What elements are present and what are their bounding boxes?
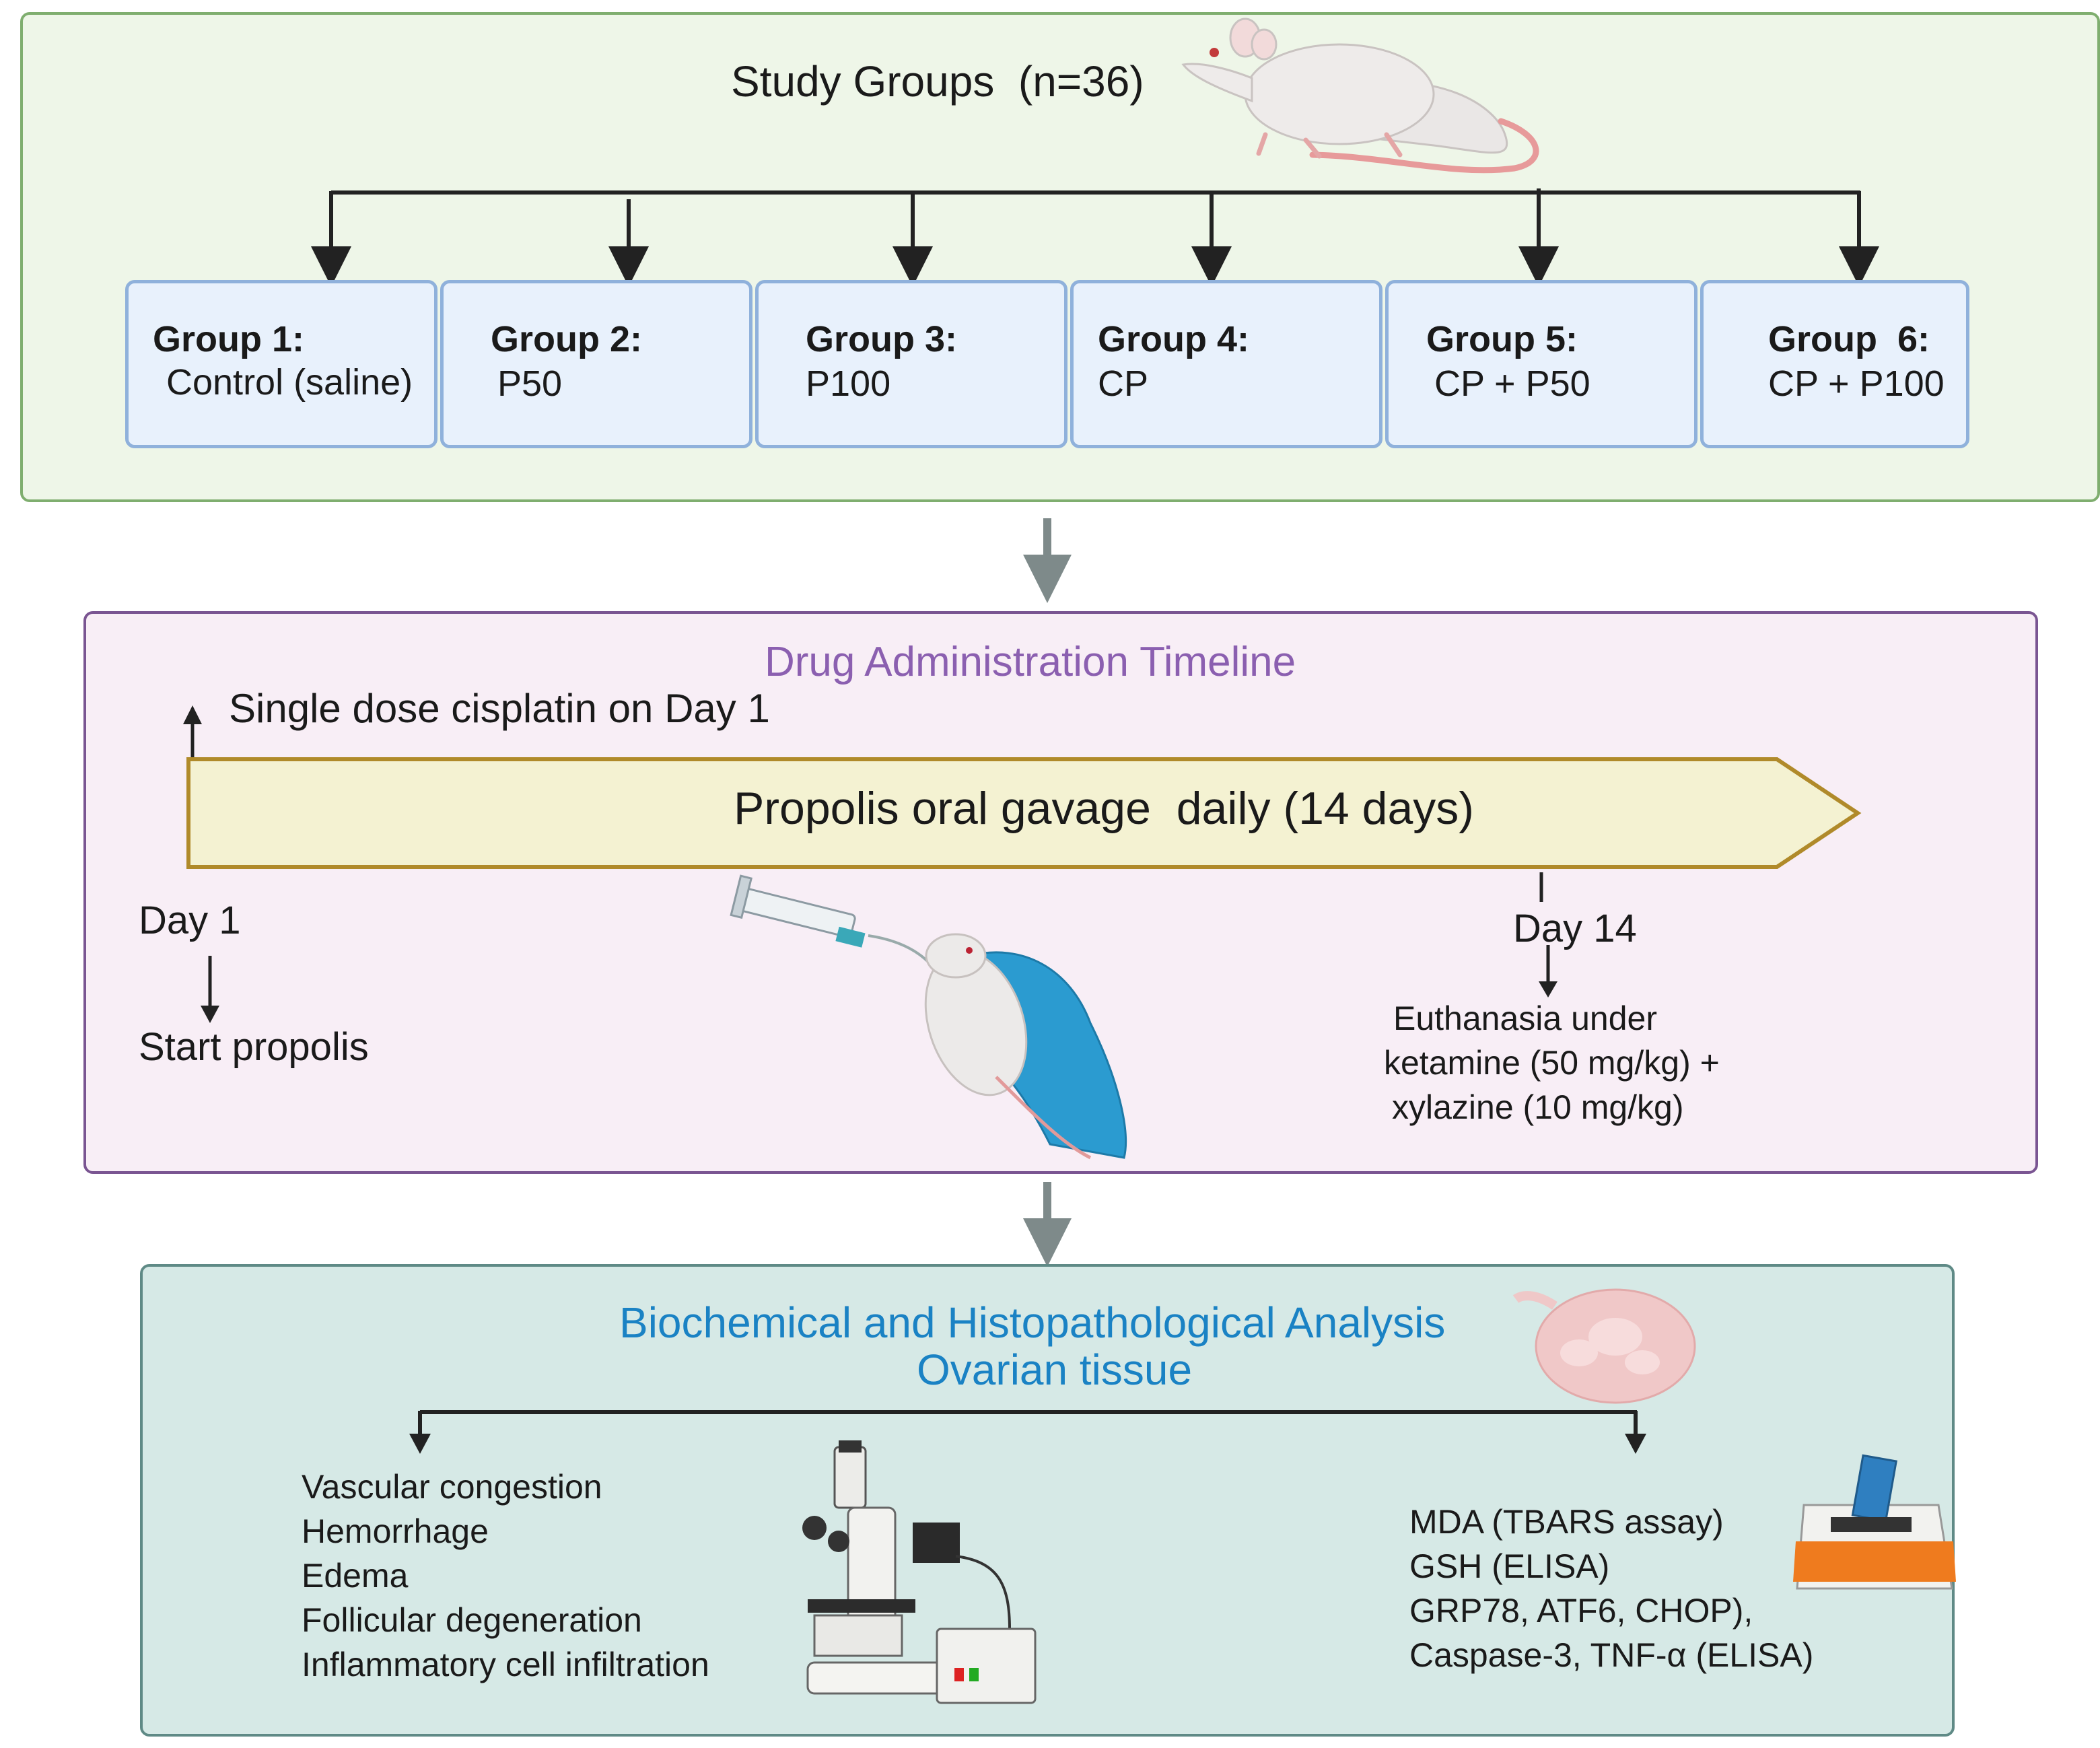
euthanasia-line-1: Euthanasia under	[1393, 1000, 1657, 1037]
list-item: MDA (TBARS assay)	[1409, 1503, 1724, 1541]
list-item: Vascular congestion	[302, 1468, 602, 1506]
group-6-box: Group 6: CP + P100	[1700, 280, 1969, 448]
group-3-title: Group 3:	[806, 319, 957, 359]
group-5-desc: CP + P50	[1434, 363, 1590, 404]
group-4-desc: CP	[1098, 363, 1149, 404]
group-1-box: Group 1: Control (saline)	[125, 280, 438, 448]
analysis-title-line-2: Ovarian tissue	[917, 1345, 1193, 1394]
list-item: Hemorrhage	[302, 1512, 489, 1550]
list-item: Edema	[302, 1557, 409, 1595]
list-item: GSH (ELISA)	[1409, 1547, 1610, 1585]
start-propolis-label: Start propolis	[139, 1025, 369, 1069]
group-2-title: Group 2:	[491, 319, 642, 359]
list-item: GRP78, ATF6, CHOP),	[1409, 1592, 1753, 1630]
group-2-box: Group 2: P50	[440, 280, 753, 448]
study-groups-title: Study Groups (n=36)	[731, 57, 1144, 106]
analysis-title-line-1: Biochemical and Histopathological Analys…	[619, 1298, 1446, 1347]
group-3-desc: P100	[806, 363, 891, 404]
timeline-arrow-label: Propolis oral gavage daily (14 days)	[734, 783, 1474, 834]
histopathology-list: Vascular congestion Hemorrhage Edema Fol…	[302, 1465, 709, 1687]
group-5-title: Group 5:	[1426, 319, 1578, 359]
euthanasia-line-3: xylazine (10 mg/kg)	[1392, 1088, 1684, 1126]
group-3-box: Group 3: P100	[755, 280, 1068, 448]
cisplatin-note: Single dose cisplatin on Day 1	[229, 686, 770, 731]
group-6-title: Group 6:	[1768, 319, 1930, 359]
day14-label: Day 14	[1513, 907, 1637, 950]
euthanasia-line-2: ketamine (50 mg/kg) +	[1384, 1044, 1720, 1082]
group-1-title: Group 1:	[153, 319, 304, 359]
day1-label: Day 1	[139, 899, 241, 942]
timeline-title: Drug Administration Timeline	[765, 639, 1296, 685]
group-1-desc: Control (saline)	[166, 362, 413, 403]
group-4-box: Group 4: CP	[1070, 280, 1382, 448]
list-item: Follicular degeneration	[302, 1601, 642, 1639]
list-item: Caspase-3, TNF-α (ELISA)	[1409, 1636, 1814, 1674]
group-6-desc: CP + P100	[1768, 363, 1945, 404]
biochemical-list: MDA (TBARS assay) GSH (ELISA) GRP78, ATF…	[1409, 1500, 1813, 1677]
group-4-title: Group 4:	[1098, 319, 1249, 359]
list-item: Inflammatory cell infiltration	[302, 1646, 709, 1683]
group-5-box: Group 5: CP + P50	[1385, 280, 1698, 448]
group-2-desc: P50	[497, 363, 563, 404]
